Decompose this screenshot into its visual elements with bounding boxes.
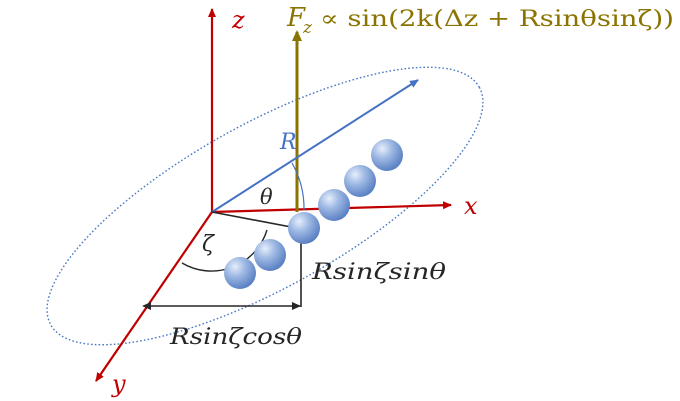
force-formula-symbol: F [286, 3, 306, 33]
y-axis-line [95, 211, 213, 382]
bead [254, 239, 286, 271]
y-axis-label: y [111, 370, 126, 398]
width-measure-label: Rsinζcosθ [169, 325, 302, 350]
bead [288, 212, 320, 244]
bead [224, 257, 256, 289]
force-formula-rhs: ∝ sin(2k(Δz + Rsinθsinζ)) [320, 7, 674, 32]
radius-label: R [279, 130, 297, 155]
bead [318, 189, 350, 221]
force-formula-subscript: z [302, 18, 313, 38]
z-axis-label: z [231, 6, 245, 34]
theta-angle-arc [291, 162, 305, 211]
bead [344, 165, 376, 197]
x-axis-label: x [464, 192, 478, 220]
orbit-ellipse [46, 66, 484, 346]
radius-vector [211, 79, 419, 213]
bead [371, 139, 403, 171]
theta-label: θ [260, 185, 273, 209]
bead-group [224, 139, 403, 289]
height-measure-label: Rsinζsinθ [311, 260, 446, 285]
zeta-label: ζ [202, 232, 216, 257]
width-dimension-left-arrowhead [142, 302, 151, 310]
